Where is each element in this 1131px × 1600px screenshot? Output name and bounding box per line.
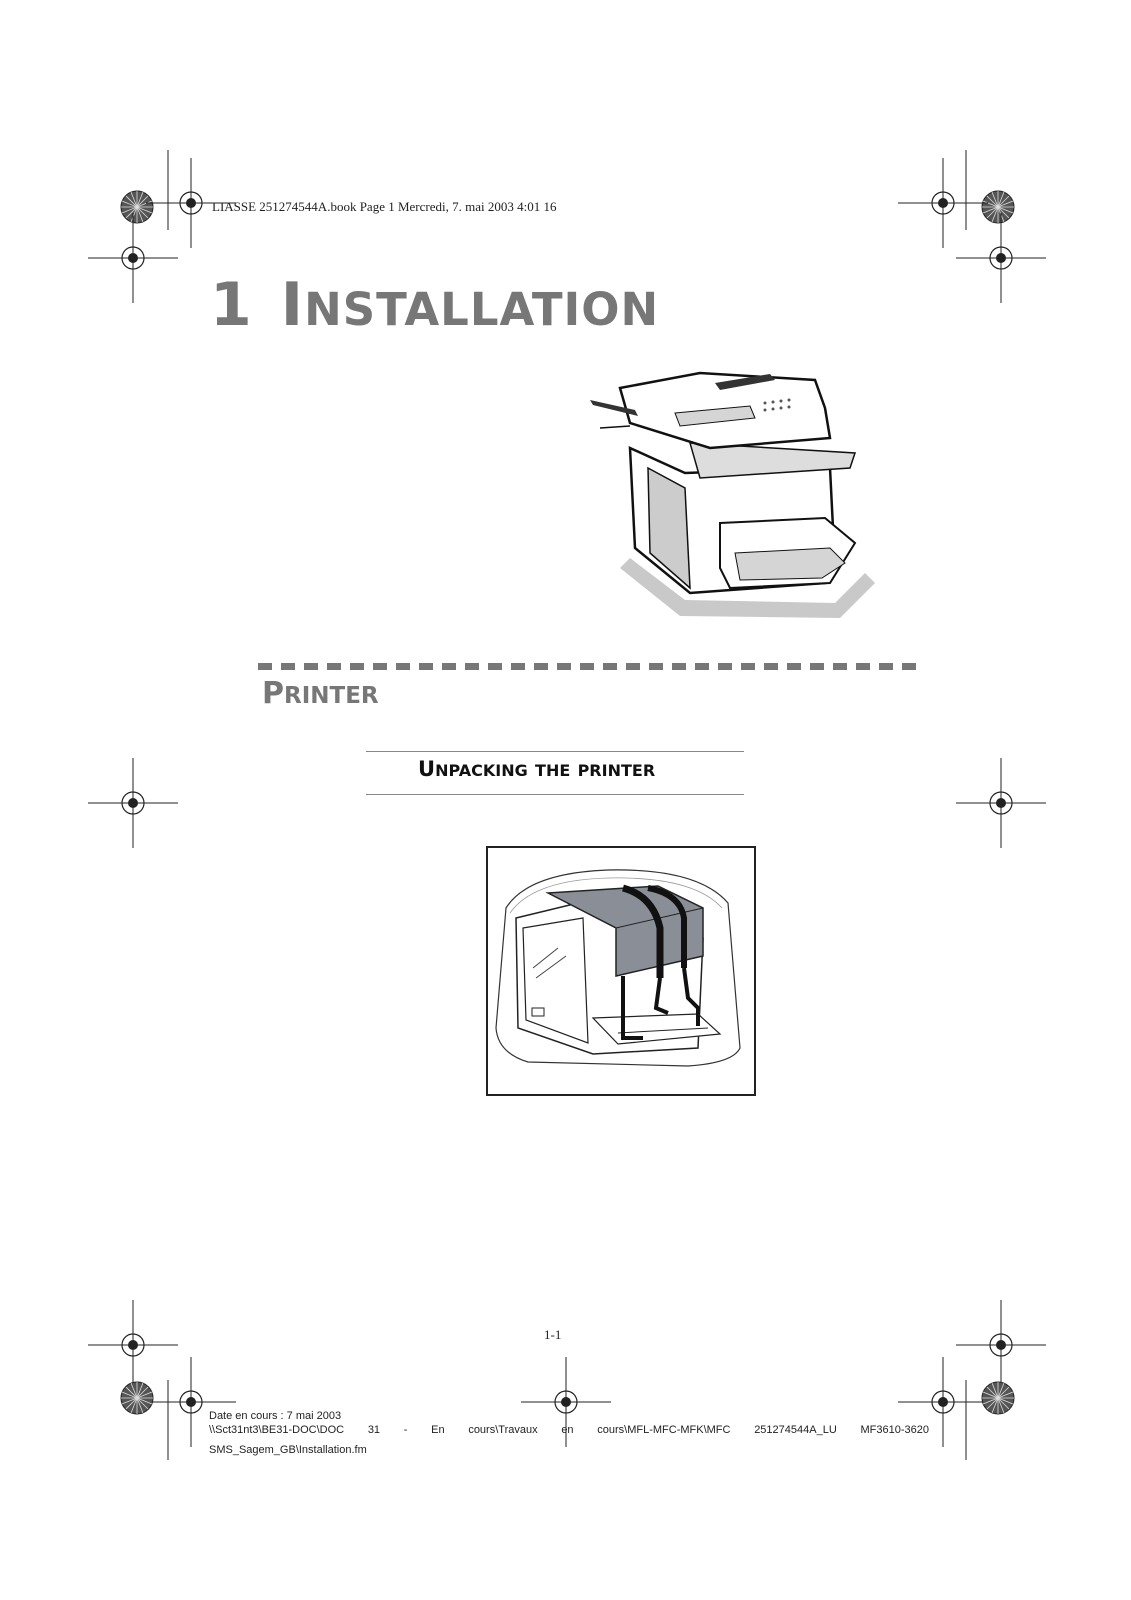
registration-mark [87,1299,179,1391]
registration-mark [955,757,1047,849]
subsection-word1-rest: NPACKING [435,761,528,780]
section-divider [258,663,924,670]
footer-path-part: En [431,1424,445,1436]
footer-path-part: \\Sct31nt3\BE31-DOC\DOC [209,1424,345,1436]
footer-path-part: cours\MFL-MFC-MFK\MFC [597,1424,731,1436]
footer-date: Date en cours : 7 mai 2003 [209,1410,342,1422]
printer-illustration [590,371,875,618]
subsection-rule-top [366,751,744,752]
starburst-mark [120,190,154,224]
registration-mark [955,1299,1047,1391]
registration-mark [897,157,989,249]
book-info-line: LIASSE 251274544A.book Page 1 Mercredi, … [212,199,557,214]
chapter-number: 1 [210,270,253,340]
subsection-rule-bottom [366,794,744,795]
footer-path-part: cours\Travaux [468,1424,538,1436]
starburst-mark [120,1381,154,1415]
registration-mark [87,757,179,849]
subsection-word2: THE [535,761,571,780]
subsection-initial: U [418,757,436,781]
chapter-title-initial: I [280,270,305,340]
footer-path-part: en [561,1424,574,1436]
registration-mark [955,212,1047,304]
starburst-mark [981,1381,1015,1415]
subsection-word3: PRINTER [577,761,656,780]
page-number: 1-1 [544,1327,562,1342]
footer-path: \\Sct31nt3\BE31-DOC\DOC 31 - En cours\Tr… [209,1424,929,1436]
footer-path-part: 251274544A_LU [754,1424,837,1436]
section-title-rest: RINTER [284,683,379,709]
registration-mark [87,212,179,304]
footer-path-part: MF3610-3620 [860,1424,929,1436]
chapter-title-rest: NSTALLATION [304,283,660,336]
footer-path-part: - [403,1424,408,1436]
packed-printer-figure [486,846,756,1096]
footer-file: SMS_Sagem_GB\Installation.fm [209,1444,367,1456]
footer-path-part: 31 [367,1424,381,1436]
section-title: PRINTER [262,676,379,711]
subsection-title: UNPACKING THE PRINTER [418,757,655,781]
section-title-initial: P [262,676,284,711]
packed-printer-illustration [495,869,741,1067]
starburst-mark [981,190,1015,224]
